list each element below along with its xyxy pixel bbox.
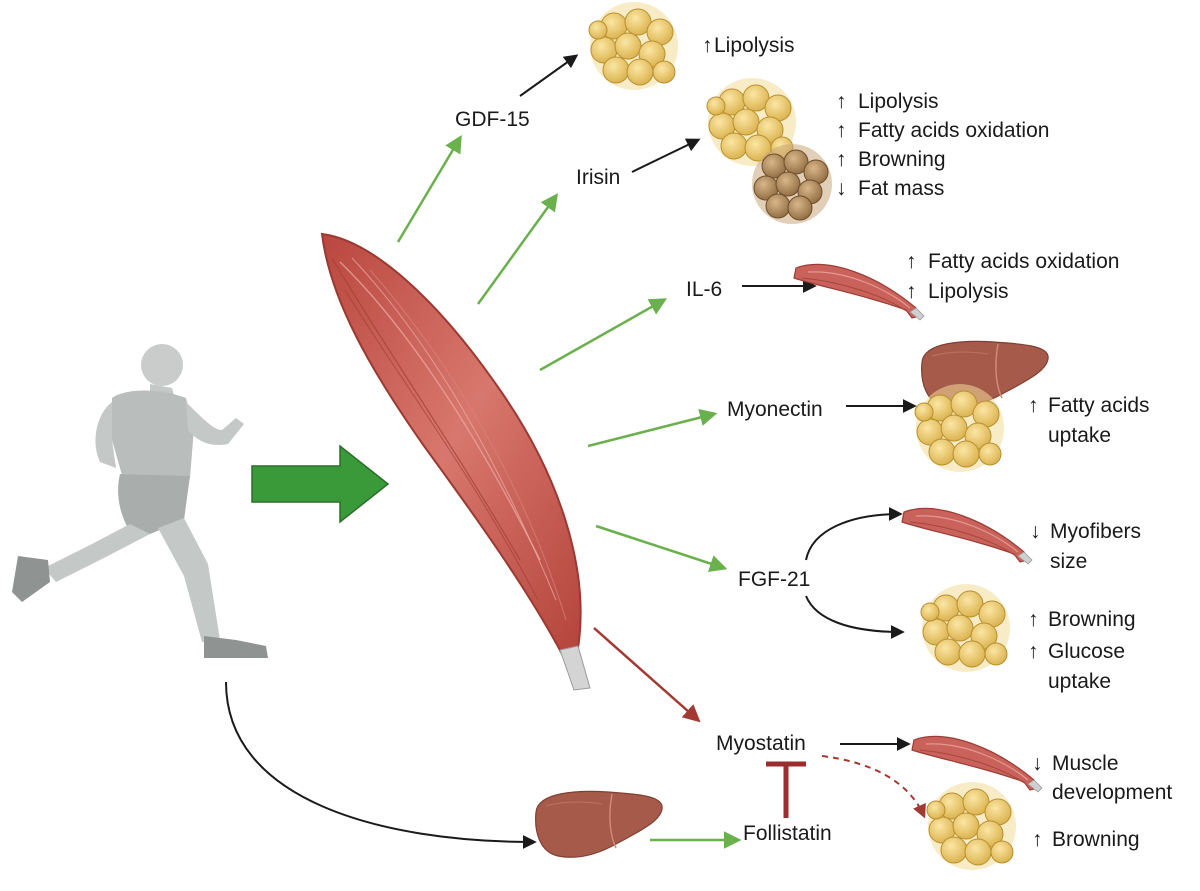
black-arrows	[519, 54, 917, 751]
fat-myonectin-target	[914, 383, 1005, 473]
effects-irisin: ↑ Lipolysis ↑ Fatty acids oxidation ↑ Br…	[836, 90, 1049, 200]
effect-up-arrow-icon: ↑	[1032, 828, 1043, 851]
effect-gdf15-lipolysis: Lipolysis	[714, 34, 795, 57]
effects-myostatin-fat: ↑ Browning	[1032, 828, 1140, 851]
effect-irisin-fa-oxidation: Fatty acids oxidation	[858, 119, 1049, 142]
exercise-arrow	[251, 444, 390, 524]
effect-fgf21-myofibers-line1: Myofibers	[1050, 520, 1141, 543]
effect-up-arrow-icon: ↑	[836, 90, 847, 113]
mediator-follistatin: Follistatin	[743, 822, 832, 845]
effect-down-arrow-icon: ↓	[1032, 752, 1043, 775]
muscle-il6-target	[793, 263, 925, 321]
arrow-irisin-to-fat	[631, 138, 701, 173]
arrow-fgf21-to-muscle	[805, 507, 903, 561]
effects-myostatin-muscle: ↓ Muscle development	[1032, 752, 1172, 804]
arrow-gdf15-to-fat	[519, 54, 579, 97]
effect-up-arrow-icon: ↑	[702, 34, 713, 57]
effect-up-arrow-icon: ↑	[1028, 608, 1039, 631]
mediator-fgf21: FGF-21	[738, 568, 810, 591]
effect-up-arrow-icon: ↑	[906, 250, 917, 273]
arrow-to-myonectin	[587, 408, 718, 448]
effect-down-arrow-icon: ↓	[1030, 520, 1041, 543]
arrow-to-il6	[539, 298, 668, 372]
arrow-myostatin-to-fat	[821, 755, 926, 819]
effect-irisin-fat-mass: Fat mass	[858, 177, 944, 200]
effects-il6: ↑ Fatty acids oxidation ↑ Lipolysis	[906, 250, 1119, 303]
arrow-to-myostatin	[593, 627, 701, 723]
skeletal-muscle	[320, 232, 591, 691]
follistatin-inhibition	[766, 761, 806, 818]
mediator-myostatin: Myostatin	[716, 732, 806, 755]
mediator-gdf15: GDF-15	[455, 108, 530, 131]
fat-myostatin-target	[926, 781, 1017, 871]
effect-down-arrow-icon: ↓	[836, 177, 847, 200]
effect-myonectin-line2: uptake	[1048, 424, 1111, 447]
effect-irisin-browning: Browning	[858, 148, 946, 171]
effect-up-arrow-icon: ↑	[836, 148, 847, 171]
effect-myostatin-muscle-line2: development	[1052, 781, 1172, 804]
mediator-il6: IL-6	[686, 278, 722, 301]
fat-tissue-gdf15	[588, 1, 679, 91]
arrow-to-irisin	[476, 193, 559, 305]
effect-fgf21-glucose-line1: Glucose	[1048, 640, 1125, 663]
liver-bottom	[534, 790, 663, 859]
effect-myostatin-muscle-line1: Muscle	[1052, 752, 1119, 775]
green-arrows	[396, 134, 742, 849]
mediator-myonectin: Myonectin	[727, 398, 823, 421]
effect-irisin-lipolysis: Lipolysis	[858, 90, 939, 113]
effect-fgf21-browning: Browning	[1048, 608, 1136, 631]
effect-myostatin-browning: Browning	[1052, 828, 1140, 851]
effect-up-arrow-icon: ↑	[1028, 640, 1039, 663]
effects-fgf21-muscle: ↓ Myofibers size	[1030, 520, 1141, 573]
arrow-runner-to-liver	[225, 681, 537, 849]
arrow-to-gdf15	[396, 134, 462, 243]
fat-tissue-irisin-brown	[751, 143, 833, 225]
arrow-fgf21-to-fat	[805, 595, 905, 639]
mediator-irisin: Irisin	[576, 166, 620, 189]
fat-fgf21-target	[920, 583, 1011, 673]
muscle-fgf21-target	[901, 507, 1033, 565]
effects-myonectin: ↑ Fatty acids uptake	[1028, 394, 1150, 447]
effect-il6-fa-oxidation: Fatty acids oxidation	[928, 250, 1119, 273]
effects-gdf15: ↑ Lipolysis	[702, 34, 795, 57]
effect-fgf21-myofibers-line2: size	[1050, 550, 1087, 573]
effect-myonectin-line1: Fatty acids	[1048, 394, 1150, 417]
effects-fgf21-fat: ↑ Browning ↑ Glucose uptake	[1028, 608, 1136, 693]
effect-up-arrow-icon: ↑	[836, 119, 847, 142]
effect-fgf21-glucose-line2: uptake	[1048, 670, 1111, 693]
effect-up-arrow-icon: ↑	[906, 280, 917, 303]
effect-up-arrow-icon: ↑	[1028, 394, 1039, 417]
arrow-to-fgf21	[595, 524, 728, 572]
runner-figure	[12, 344, 268, 658]
effect-il6-lipolysis: Lipolysis	[928, 280, 1009, 303]
